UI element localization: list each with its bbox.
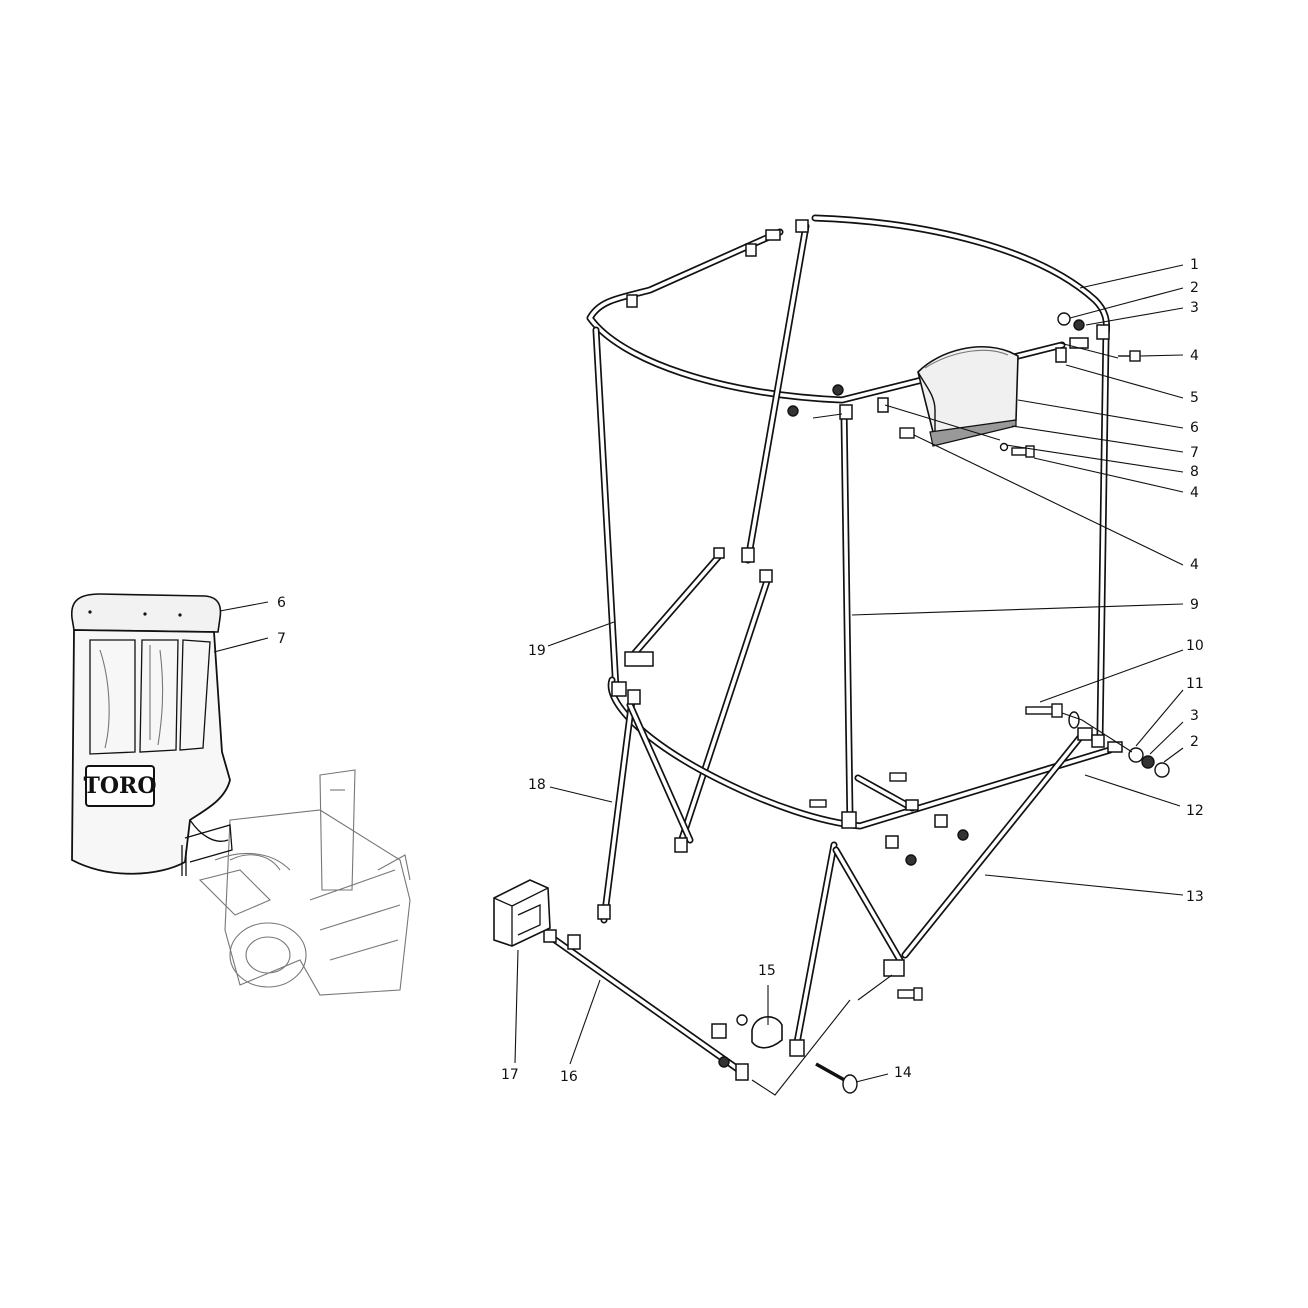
callout-leaders [514, 264, 1184, 1083]
callout-numbers: 6 7 1 2 3 4 5 6 7 8 4 4 9 10 11 3 2 12 1… [277, 257, 1204, 1085]
bottom-frame-tube [607, 676, 1114, 830]
hardware [718, 312, 1170, 1094]
brackets [543, 219, 1123, 1081]
cab-frame-exploded [493, 214, 1170, 1096]
callout-18: 18 [528, 777, 546, 793]
inset-snowthrower-cab: TORO [71, 593, 411, 996]
callout-11: 11 [1186, 676, 1204, 692]
callout-4c: 4 [1190, 557, 1199, 573]
toro-logo: TORO [84, 773, 157, 799]
explosion-lines [751, 342, 1133, 1096]
cross-bar [854, 774, 916, 812]
callout-5: 5 [1190, 390, 1199, 406]
callout-4: 4 [1190, 348, 1199, 364]
lower-left-leg [600, 696, 694, 924]
center-upright-tube [840, 408, 854, 824]
callout-1: 1 [1190, 257, 1199, 273]
callout-2b: 2 [1190, 734, 1199, 750]
inset-callout-7: 7 [277, 631, 286, 647]
callout-9: 9 [1190, 597, 1199, 613]
inset-leaders [213, 601, 269, 653]
callout-12: 12 [1186, 803, 1204, 819]
mid-braces [629, 551, 772, 849]
callout-3b: 3 [1190, 708, 1199, 724]
callout-19: 19 [528, 643, 546, 659]
top-front-tube [586, 228, 1066, 404]
callout-13: 13 [1186, 889, 1204, 905]
callout-14: 14 [894, 1065, 912, 1081]
callout-16: 16 [560, 1069, 578, 1085]
inner-upright-tube [744, 222, 810, 564]
callout-17: 17 [501, 1067, 519, 1083]
callout-2: 2 [1190, 280, 1199, 296]
bottom-bar-tube [544, 931, 746, 1076]
callout-3: 3 [1190, 300, 1199, 316]
callout-10: 10 [1186, 638, 1204, 654]
inset-callout-6: 6 [277, 595, 286, 611]
tube-clamp [736, 1014, 783, 1049]
callout-8: 8 [1190, 464, 1199, 480]
left-upright-tube [592, 326, 620, 694]
callout-15: 15 [758, 963, 776, 979]
rear-top-cap [917, 346, 1019, 447]
callout-7: 7 [1190, 445, 1199, 461]
cab-enclosure: TORO [71, 593, 281, 876]
mounting-bracket [493, 879, 551, 947]
callout-4b: 4 [1190, 485, 1199, 501]
top-frame-tube [811, 214, 1111, 739]
diagonal-brace-tube [901, 731, 1086, 959]
snowthrower-outline [198, 769, 411, 996]
lower-center-legs [792, 841, 904, 1052]
callout-6: 6 [1190, 420, 1199, 436]
